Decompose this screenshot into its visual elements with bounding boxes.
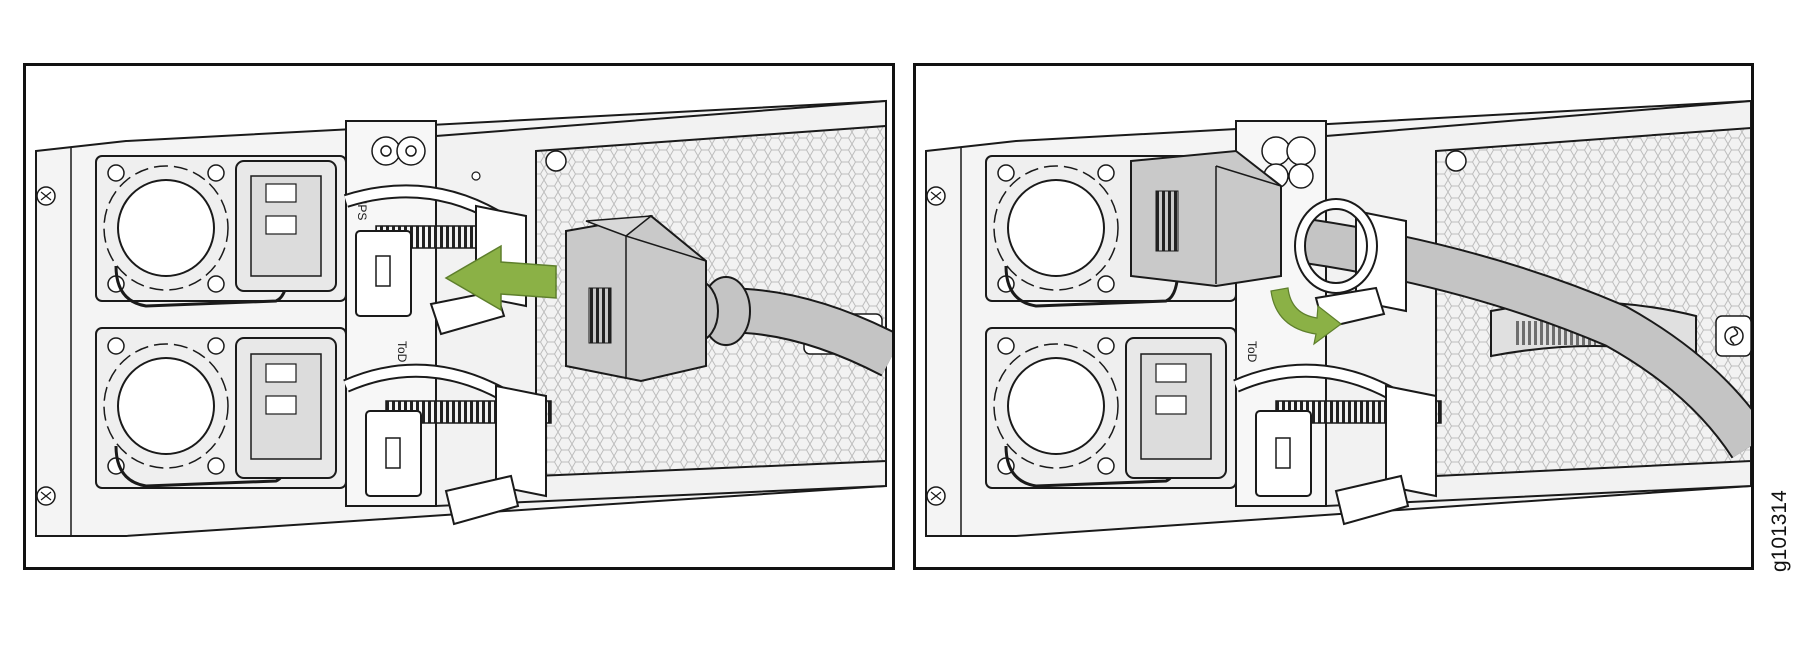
ips-label: IPS — [355, 201, 369, 220]
ground-icon — [36, 186, 56, 206]
right-illustration: IPS ToD — [925, 99, 1751, 537]
arrow-icon — [444, 244, 557, 312]
power-supply-upper — [95, 155, 347, 308]
cable-retention-clip-upper — [1294, 198, 1407, 330]
power-supply-lower — [985, 327, 1237, 489]
power-supply-lower — [95, 327, 347, 489]
tod-label: ToD — [1245, 341, 1259, 363]
fan-icon — [1715, 315, 1751, 357]
figure-id-label: g101314 — [1768, 490, 1791, 572]
ground-icon — [926, 186, 946, 206]
step-insert-plug-panel: IPS ToD AIR OUT — [23, 63, 895, 570]
step-secure-clip-panel: IPS ToD — [913, 63, 1754, 570]
ground-icon — [36, 486, 56, 506]
ground-icon — [926, 486, 946, 506]
cable-retention-clip-lower — [1233, 363, 1442, 526]
power-plug — [565, 214, 707, 383]
power-plug — [1130, 149, 1282, 288]
left-illustration: IPS ToD AIR OUT — [35, 99, 892, 537]
tod-label: ToD — [395, 341, 409, 363]
cable-retention-clip-lower — [343, 363, 552, 526]
rotate-arrow-icon — [1270, 287, 1342, 346]
